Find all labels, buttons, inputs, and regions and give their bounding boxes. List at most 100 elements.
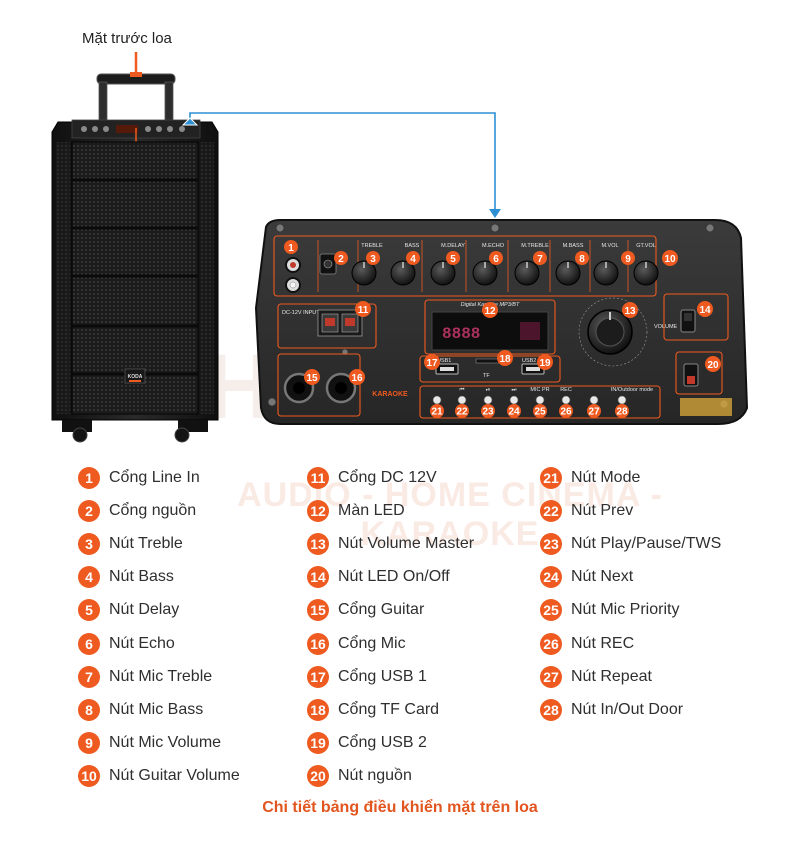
knob-label: M.VOL	[601, 243, 618, 249]
number-badge: 2	[78, 499, 100, 522]
svg-text:1: 1	[288, 243, 294, 254]
legend-item: 18 Cổng TF Card	[307, 693, 474, 726]
legend-text: Màn LED	[338, 501, 405, 519]
number-badge: 10	[78, 765, 100, 788]
svg-text:2: 2	[338, 254, 344, 265]
svg-text:12: 12	[484, 306, 496, 317]
svg-text:8: 8	[579, 254, 585, 265]
legend-item: 10 Nút Guitar Volume	[78, 760, 240, 793]
svg-text:25: 25	[534, 407, 546, 418]
svg-text:11: 11	[358, 305, 369, 316]
number-badge: 18	[307, 698, 329, 721]
svg-text:24: 24	[508, 407, 520, 418]
legend-text: Nút Next	[571, 568, 634, 586]
knob-treble	[351, 260, 377, 286]
svg-text:26: 26	[560, 407, 572, 418]
number-badge: 25	[540, 599, 562, 622]
legend-text: Nút Treble	[109, 534, 183, 552]
svg-text:16: 16	[351, 373, 363, 384]
number-badge: 5	[78, 599, 100, 622]
legend-item: 1 Cổng Line In	[78, 461, 240, 494]
legend-text: Cổng USB 2	[338, 734, 427, 752]
number-badge: 21	[540, 466, 562, 489]
button-label: ⏮	[460, 387, 465, 393]
number-badge: 1	[78, 466, 100, 489]
svg-text:17: 17	[426, 358, 438, 369]
legend-item: 23 Nút Play/Pause/TWS	[540, 527, 721, 560]
svg-text:8888: 8888	[442, 325, 480, 343]
svg-text:19: 19	[539, 358, 551, 369]
svg-text:5: 5	[450, 254, 456, 265]
legend-text: Cổng Line In	[109, 468, 200, 486]
svg-text:22: 22	[456, 407, 468, 418]
knob-label: M.ECHO	[482, 243, 505, 249]
svg-text:15: 15	[306, 373, 318, 384]
svg-text:27: 27	[588, 407, 600, 418]
number-badge: 12	[307, 499, 329, 522]
speaker-illustration: HDaudio KODA	[51, 52, 749, 443]
svg-text:28: 28	[616, 407, 628, 418]
knob-label: BASS	[405, 243, 420, 249]
legend-text: Cổng Guitar	[338, 601, 425, 619]
number-badge: 19	[307, 732, 329, 755]
volume-label: VOLUME	[654, 324, 678, 330]
legend-text: Nút Prev	[571, 501, 634, 519]
legend-text: Cổng Mic	[338, 634, 406, 652]
number-badge: 6	[78, 632, 100, 655]
number-badge: 9	[78, 732, 100, 755]
number-badge: 24	[540, 566, 562, 589]
panel-number-badges: 1 2 3 4 5 6 7 8 9 10 11 12 13 14 15 16 1…	[284, 240, 721, 418]
legend-text: Nút Mic Bass	[109, 700, 204, 718]
legend-text: Cổng TF Card	[338, 700, 440, 718]
knob-label: TREBLE	[361, 243, 383, 249]
number-badge: 28	[540, 698, 562, 721]
button-label: REC	[560, 387, 572, 393]
number-badge: 14	[307, 566, 329, 589]
svg-text:4: 4	[410, 254, 416, 265]
number-badge: 17	[307, 665, 329, 688]
svg-text:9: 9	[625, 254, 631, 265]
legend-item: 19 Cổng USB 2	[307, 727, 474, 760]
legend-item: 3 Nút Treble	[78, 527, 240, 560]
legend-text: Nút Mode	[571, 468, 641, 486]
knob-mic-bass	[555, 260, 581, 286]
number-badge: 23	[540, 532, 562, 555]
svg-text:18: 18	[499, 354, 511, 365]
mode-button	[432, 395, 442, 405]
button-label: ⏯	[486, 387, 490, 393]
number-badge: 8	[78, 698, 100, 721]
legend-text: Nút Volume Master	[338, 534, 475, 552]
svg-text:6: 6	[493, 254, 499, 265]
connector-arrow-start	[181, 117, 199, 126]
svg-text:14: 14	[699, 305, 711, 316]
mic-jack	[325, 372, 357, 404]
legend-text: Cổng USB 1	[338, 667, 427, 685]
number-badge: 27	[540, 665, 562, 688]
svg-text:21: 21	[431, 407, 443, 418]
svg-text:3: 3	[370, 254, 376, 265]
legend-text: Nút Mic Treble	[109, 667, 213, 685]
number-badge: 3	[78, 532, 100, 555]
legend-item: 21 Nút Mode	[540, 461, 721, 494]
legend-text: Nút Bass	[109, 568, 174, 586]
legend-text: Nút Play/Pause/TWS	[571, 534, 722, 552]
knob-bass	[390, 260, 416, 286]
number-badge: 26	[540, 632, 562, 655]
karaoke-brand-mark: KARAOKE	[372, 391, 408, 398]
number-badge: 4	[78, 566, 100, 589]
knob-label: M.DELAY	[441, 243, 465, 249]
number-badge: 16	[307, 632, 329, 655]
legend-text: Nút Guitar Volume	[109, 767, 240, 785]
svg-text:23: 23	[482, 407, 494, 418]
